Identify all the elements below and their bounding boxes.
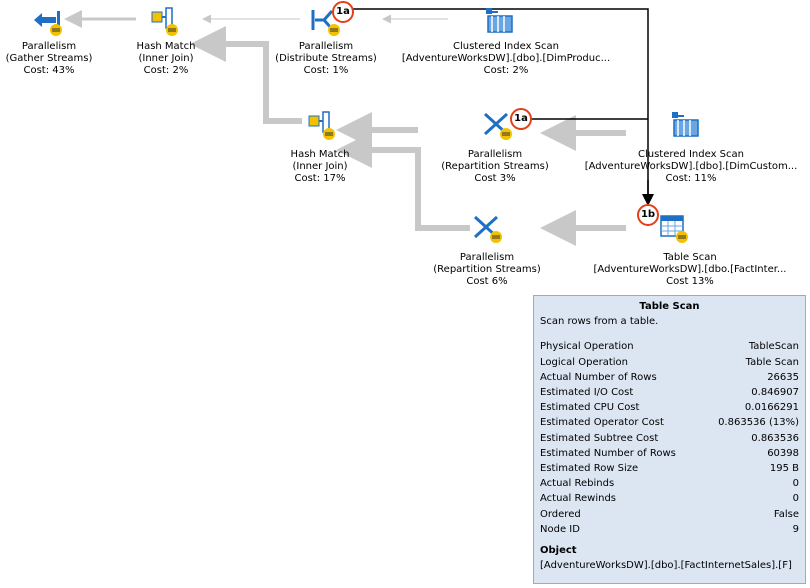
- property-label: Estimated Subtree Cost: [540, 432, 659, 444]
- node-detail: (Repartition Streams): [433, 264, 541, 275]
- node-cost: Cost: 2%: [483, 65, 529, 76]
- node-detail: (Repartition Streams): [441, 161, 549, 172]
- node-clustered-index-scan-product[interactable]: Clustered Index Scan [AdventureWorksDW].…: [392, 41, 620, 77]
- tooltip-description: Scan rows from a table.: [540, 316, 659, 328]
- parallelism-icon: [483, 112, 512, 140]
- node-cost: Cost: 11%: [665, 173, 717, 184]
- parallelism-icon: [34, 11, 62, 36]
- property-value: 26635: [767, 371, 799, 383]
- property-label: Logical Operation: [540, 356, 628, 368]
- tooltip-property-row: Estimated Operator Cost 0.863536 (13%): [540, 415, 799, 430]
- node-parallelism-repartition-1[interactable]: Parallelism (Repartition Streams) Cost 3…: [434, 149, 556, 185]
- arrow-repart2-to-hash2: [336, 132, 470, 231]
- property-label: Actual Rewinds: [540, 493, 617, 505]
- tooltip-object-value: [AdventureWorksDW].[dbo].[FactInternetSa…: [540, 560, 792, 572]
- node-table-scan[interactable]: Table Scan [AdventureWorksDW].[dbo.[Fact…: [572, 252, 808, 288]
- node-cost: Cost: 17%: [294, 173, 346, 184]
- tooltip-property-row: Estimated Row Size 195 B: [540, 461, 799, 476]
- tooltip-property-row: Logical Operation Table Scan: [540, 355, 799, 370]
- property-value: TableScan: [748, 341, 799, 353]
- hash-match-icon: [151, 7, 178, 36]
- node-hash-match-1[interactable]: Hash Match (Inner Join) Cost: 2%: [122, 41, 210, 77]
- tooltip-title: Table Scan: [639, 301, 700, 312]
- node-clustered-index-scan-customer[interactable]: Clustered Index Scan [AdventureWorksDW].…: [576, 149, 806, 185]
- tooltip-property-row: Actual Rewinds 0: [540, 491, 799, 506]
- parallelism-icon: [473, 215, 502, 243]
- tooltip-property-row: Estimated Number of Rows 60398: [540, 446, 799, 461]
- property-label: Estimated Row Size: [540, 463, 639, 475]
- arrow-hash2-to-hash1: [190, 26, 302, 124]
- property-value: Table Scan: [745, 356, 799, 368]
- operator-tooltip: Table Scan Scan rows from a table. Physi…: [533, 295, 806, 584]
- property-label: Estimated I/O Cost: [540, 387, 634, 399]
- property-value: 0.863536: [751, 432, 799, 444]
- tooltip-object-heading: Object: [540, 545, 577, 557]
- clustered-index-scan-icon: [672, 112, 699, 137]
- node-name: Parallelism: [467, 149, 523, 160]
- tooltip-property-row: Actual Number of Rows 26635: [540, 370, 799, 385]
- property-label: Estimated CPU Cost: [540, 402, 640, 414]
- node-parallelism-repartition-2[interactable]: Parallelism (Repartition Streams) Cost 6…: [426, 252, 548, 288]
- node-name: Hash Match: [290, 149, 350, 160]
- property-label: Physical Operation: [540, 341, 634, 353]
- badge-1a-distribute: 1a: [332, 1, 354, 23]
- node-detail: (Inner Join): [138, 53, 194, 64]
- node-name: Clustered Index Scan: [638, 149, 744, 160]
- node-cost: Cost 13%: [666, 276, 714, 287]
- callout-line-1a: [352, 8, 649, 201]
- property-label: Estimated Number of Rows: [540, 447, 676, 459]
- property-label: Node ID: [540, 523, 580, 535]
- tooltip-property-row: Physical Operation TableScan: [540, 339, 799, 354]
- property-label: Actual Rebinds: [540, 478, 615, 490]
- tooltip-property-row: Estimated I/O Cost 0.846907: [540, 385, 799, 400]
- badge-1a-repartition: 1a: [510, 108, 532, 130]
- node-detail: [AdventureWorksDW].[dbo.[FactInter...: [593, 264, 787, 275]
- badge-1b-table-scan: 1b: [637, 204, 659, 226]
- node-name: Clustered Index Scan: [453, 41, 559, 52]
- property-value: 0: [792, 493, 799, 505]
- node-parallelism-distribute[interactable]: Parallelism (Distribute Streams) Cost: 1…: [268, 41, 384, 77]
- node-cost: Cost: 1%: [303, 65, 349, 76]
- tooltip-property-row: Estimated CPU Cost 0.0166291: [540, 400, 799, 415]
- node-cost: Cost: 43%: [23, 65, 75, 76]
- property-value: 0.0166291: [744, 402, 799, 414]
- property-value: 9: [792, 523, 799, 535]
- node-detail: (Inner Join): [292, 161, 348, 172]
- property-value: 195 B: [769, 463, 799, 475]
- property-value: False: [773, 508, 799, 520]
- property-value: 0.846907: [751, 387, 799, 399]
- node-parallelism-gather[interactable]: Parallelism (Gather Streams) Cost: 43%: [4, 41, 94, 77]
- clustered-index-scan-icon: [486, 8, 513, 33]
- node-detail: [AdventureWorksDW].[dbo].[DimProduc...: [401, 53, 611, 64]
- property-label: Actual Number of Rows: [540, 371, 657, 383]
- node-name: Hash Match: [136, 41, 196, 52]
- node-detail: (Gather Streams): [5, 53, 93, 64]
- property-value: 60398: [767, 447, 799, 459]
- parallelism-icon: [311, 10, 340, 36]
- property-label: Estimated Operator Cost: [540, 417, 664, 429]
- property-value: 0.863536 (13%): [718, 417, 799, 429]
- tooltip-property-row: Estimated Subtree Cost 0.863536: [540, 431, 799, 446]
- tooltip-property-row: Actual Rebinds 0: [540, 476, 799, 491]
- node-detail: (Distribute Streams): [275, 53, 377, 64]
- property-label: Ordered: [540, 508, 581, 520]
- node-name: Parallelism: [21, 41, 77, 52]
- node-cost: Cost: 2%: [143, 65, 189, 76]
- node-name: Parallelism: [459, 252, 515, 263]
- node-cost: Cost 6%: [466, 276, 508, 287]
- node-cost: Cost 3%: [474, 173, 516, 184]
- tooltip-property-row: Node ID 9: [540, 522, 799, 537]
- node-hash-match-2[interactable]: Hash Match (Inner Join) Cost: 17%: [276, 149, 364, 185]
- node-name: Parallelism: [298, 41, 354, 52]
- hash-match-icon: [308, 111, 335, 140]
- node-detail: [AdventureWorksDW].[dbo].[DimCustom...: [584, 161, 798, 172]
- table-scan-icon: [660, 215, 688, 243]
- node-name: Table Scan: [663, 252, 717, 263]
- property-value: 0: [792, 478, 799, 490]
- tooltip-property-row: Ordered False: [540, 507, 799, 522]
